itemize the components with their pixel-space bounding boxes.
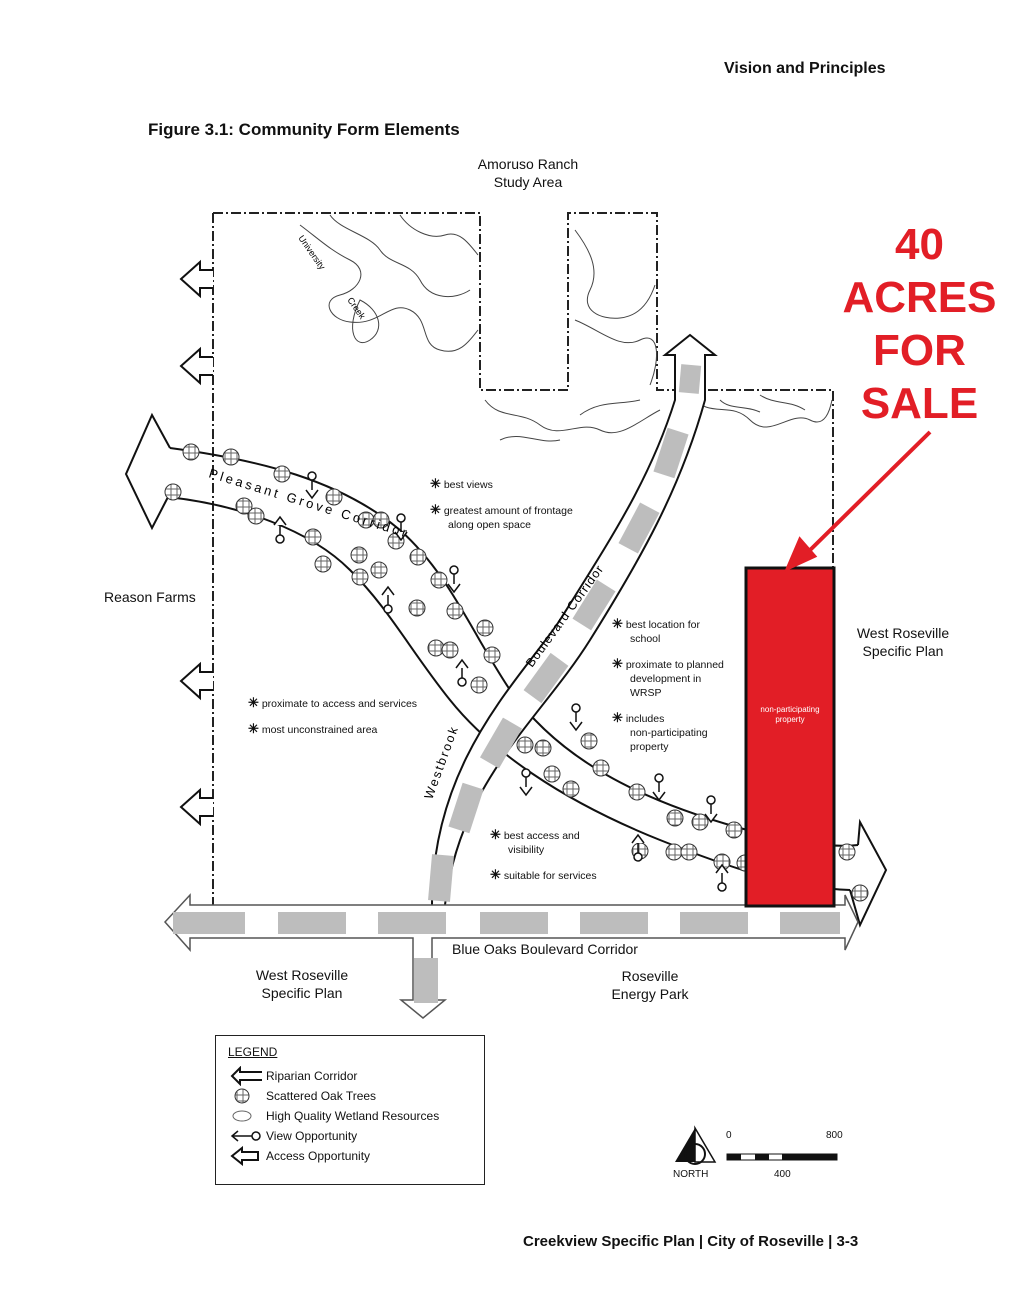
legend-item-oak: Scattered Oak Trees bbox=[228, 1085, 376, 1105]
legend: LEGEND Riparian Corridor Scattered Oak T… bbox=[215, 1035, 485, 1185]
oak-tree-icon bbox=[234, 1088, 250, 1104]
figure-title: Figure 3.1: Community Form Elements bbox=[148, 120, 460, 139]
scale-0: 0 bbox=[726, 1130, 732, 1141]
note-access: ✳ proximate to access and services bbox=[248, 695, 418, 711]
scale-800: 800 bbox=[826, 1130, 843, 1141]
non-participating-parcel bbox=[744, 566, 836, 908]
access-arrow-icon bbox=[230, 1145, 259, 1166]
legend-item-riparian: Riparian Corridor bbox=[228, 1065, 357, 1086]
university-label: University bbox=[296, 233, 327, 272]
blue-oaks-label: Blue Oaks Boulevard Corridor bbox=[452, 941, 638, 957]
blue-oaks-corridor bbox=[163, 893, 859, 1019]
note-services: ✳ suitable for services bbox=[490, 867, 597, 883]
view-opportunity-icon bbox=[273, 471, 729, 892]
note-best-views: ✳ best views bbox=[430, 476, 493, 492]
riparian-corridor-icon bbox=[230, 1065, 262, 1086]
north-label: NORTH bbox=[673, 1169, 709, 1180]
parcel-label: non-participating property bbox=[760, 705, 820, 724]
section-header: Vision and Principles bbox=[724, 60, 886, 77]
wetland-lines bbox=[299, 214, 833, 442]
scale-bar bbox=[726, 1153, 838, 1161]
north-scale bbox=[675, 1125, 838, 1165]
legend-item-access: Access Opportunity bbox=[228, 1145, 370, 1166]
legend-title: LEGEND bbox=[228, 1045, 278, 1059]
reason-farms-label: Reason Farms bbox=[104, 589, 196, 605]
wetland-icon bbox=[232, 1110, 252, 1122]
sale-arrow bbox=[784, 430, 932, 572]
scale-400: 400 bbox=[774, 1169, 791, 1180]
plan-boundary bbox=[212, 212, 834, 905]
access-arrow-icon bbox=[179, 259, 213, 827]
creek-label: Creek bbox=[345, 295, 367, 321]
for-sale-annotation: 40 ACRES FOR SALE bbox=[842, 220, 997, 428]
legend-item-view: View Opportunity bbox=[228, 1125, 357, 1145]
view-opportunity-icon bbox=[230, 1130, 261, 1142]
page-footer: Creekview Specific Plan | City of Rosevi… bbox=[523, 1233, 859, 1250]
note-unconstrained: ✳ most unconstrained area bbox=[248, 721, 378, 737]
legend-item-wetland: High Quality Wetland Resources bbox=[228, 1105, 439, 1125]
boulevard-corridor bbox=[428, 333, 718, 906]
